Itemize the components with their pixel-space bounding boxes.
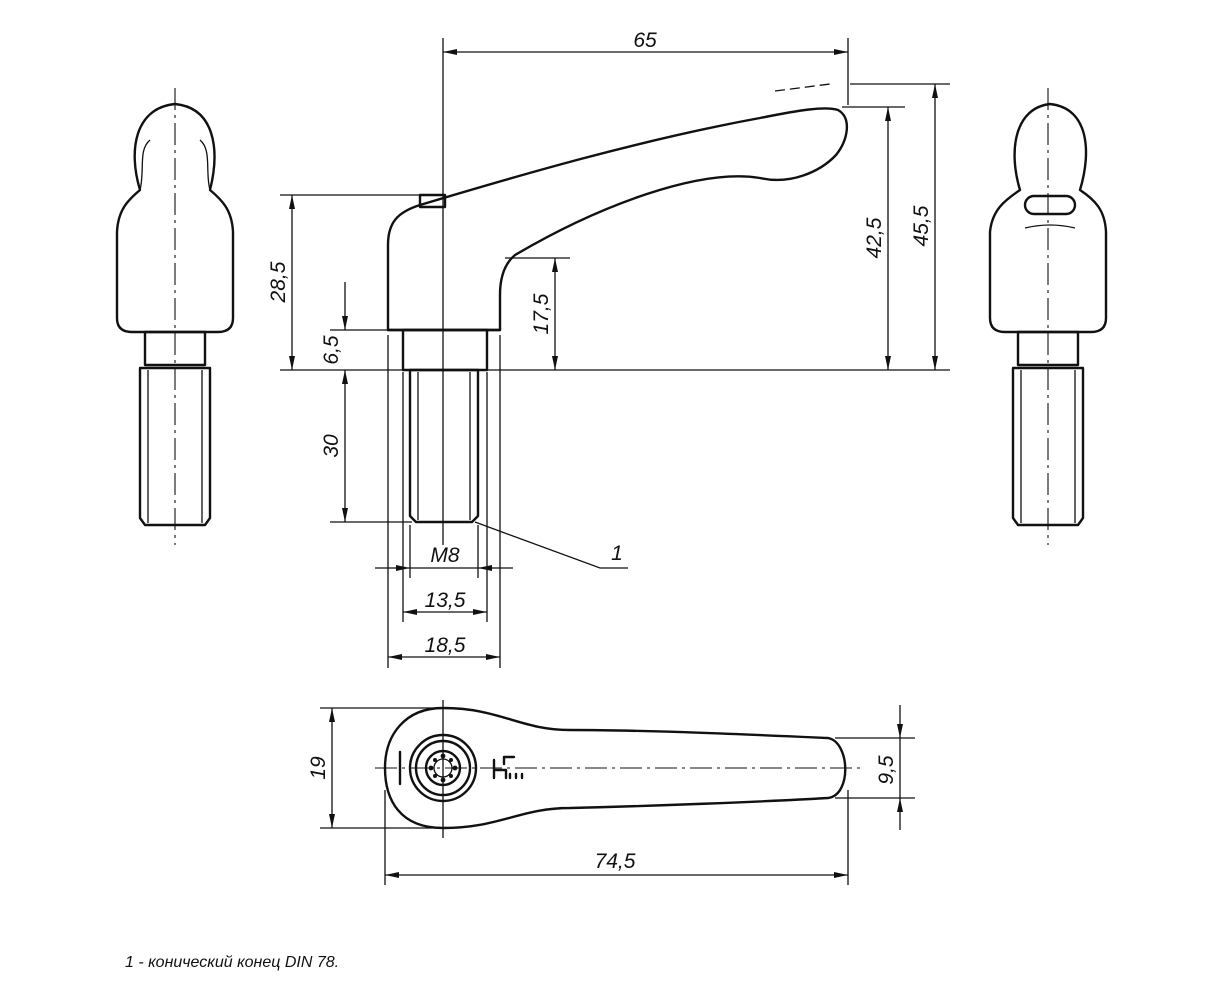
callout-1: 1 (611, 542, 623, 565)
dim-65: 65 (633, 29, 657, 52)
dim-13-5: 13,5 (425, 589, 466, 612)
caption: 1 - конический конец DIN 78. (125, 954, 339, 971)
dim-74-5: 74,5 (595, 850, 636, 873)
dim-19: 19 (307, 756, 330, 780)
dim-17-5: 17,5 (530, 293, 553, 334)
dim-45-5: 45,5 (910, 205, 933, 246)
extension-lines (280, 38, 950, 668)
dim-9-5: 9,5 (875, 755, 898, 785)
dim-28-5: 28,5 (267, 261, 290, 303)
dim-m8: M8 (430, 544, 459, 567)
dim-18-5: 18,5 (425, 634, 466, 657)
main-side-view (386, 38, 848, 545)
dimension-lines (289, 49, 938, 660)
dim-30: 30 (320, 434, 343, 458)
dim-6-5: 6,5 (320, 335, 343, 365)
dim-42-5: 42,5 (863, 217, 886, 258)
right-side-view (988, 88, 1108, 545)
top-view (320, 700, 915, 885)
kipp-logo (492, 755, 524, 780)
left-side-view (115, 88, 235, 545)
